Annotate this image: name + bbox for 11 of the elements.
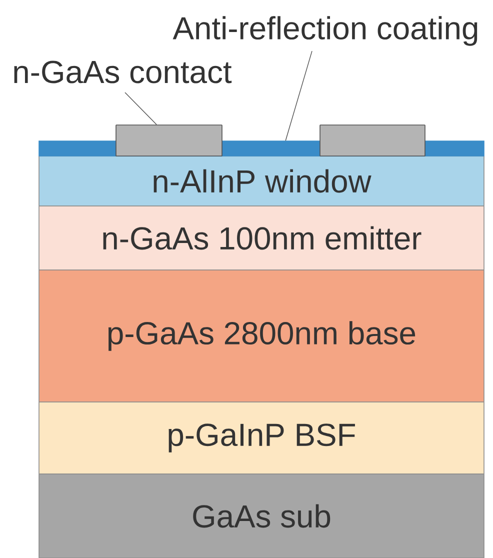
leader-line — [124, 92, 157, 125]
label-text: n-GaAs contact — [14, 60, 232, 84]
substrate-layer: GaAs sub — [38, 474, 484, 558]
bsf-layer: p-GaInP BSF — [38, 402, 484, 474]
contact-pad — [116, 124, 222, 156]
emitter-layer: n-GaAs 100nm emitter — [38, 206, 484, 270]
window-layer: n-AlInP window — [38, 156, 484, 206]
leader-line — [285, 50, 312, 141]
base-layer: p-GaAs 2800nm base — [38, 270, 484, 402]
label-text: Anti-reflection coating — [172, 16, 478, 46]
contact-pad — [320, 124, 426, 156]
